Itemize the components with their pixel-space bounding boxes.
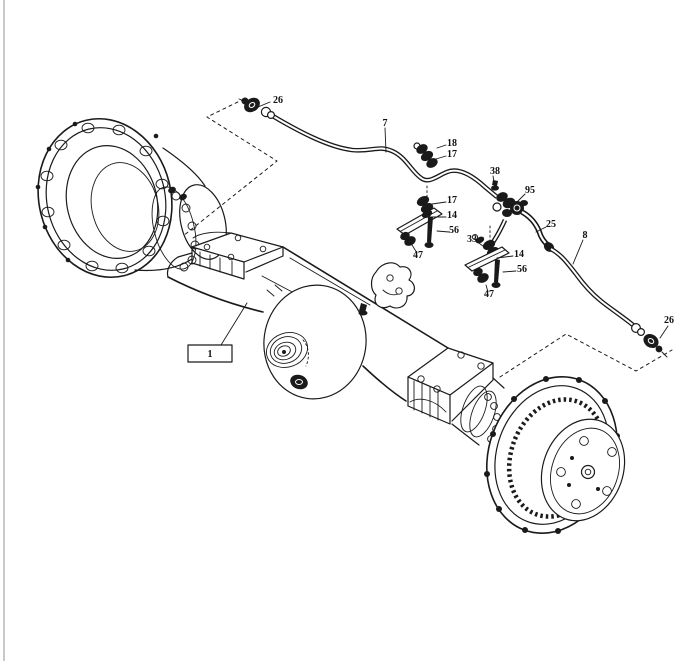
- fitting-26-top: [238, 97, 276, 119]
- callout-47-low: 47: [484, 289, 494, 300]
- callout-17-mid: 17: [447, 195, 457, 206]
- brake-line-7: [238, 97, 499, 199]
- callout-95: 95: [525, 185, 535, 196]
- bolt-38: [492, 180, 498, 186]
- callout-labels: 26 7 18 17 38 95 17 14 25 56 8 33 14 47 …: [273, 95, 674, 326]
- clamp-top: [413, 142, 438, 213]
- callout-1-box: 1: [187, 302, 248, 363]
- callout-26-bottom: 26: [664, 315, 674, 326]
- nut-47-low: [477, 273, 489, 283]
- clamp-lower: [464, 233, 510, 288]
- callout-33: 33: [467, 234, 477, 245]
- callout-14-mid: 14: [447, 210, 457, 221]
- dashed-locator-lines: [182, 98, 673, 378]
- callout-47-mid: 47: [413, 250, 423, 261]
- left-hub: [35, 117, 227, 279]
- callout-14-low: 14: [514, 249, 524, 260]
- beam-bottom-edge: [167, 276, 264, 313]
- right-hub-cover: [540, 418, 626, 522]
- left-mounting-pad: [191, 231, 284, 280]
- callout-8: 8: [583, 230, 588, 241]
- callout-18: 18: [447, 138, 457, 149]
- vent-bolt: [359, 303, 367, 313]
- yoke-casting: [370, 262, 415, 309]
- callout-leaders: [257, 101, 669, 339]
- callout-56-mid: 56: [449, 225, 459, 236]
- callout-17-top: 17: [447, 149, 457, 160]
- right-hub: [484, 375, 626, 535]
- callout-56-low: 56: [517, 264, 527, 275]
- right-mounting-pad: [407, 347, 494, 425]
- axle-housing: 1: [166, 231, 505, 446]
- input-shaft-center: [282, 350, 286, 354]
- callout-26-top: 26: [273, 95, 283, 106]
- differential-housing: [263, 284, 368, 400]
- callout-1: 1: [208, 349, 213, 360]
- callout-38: 38: [490, 166, 500, 177]
- clamp-middle: [396, 195, 443, 248]
- left-hub-bolt-holes: [40, 122, 170, 274]
- callout-7: 7: [383, 118, 388, 129]
- callout-25: 25: [546, 219, 556, 230]
- drain-plug: [290, 374, 308, 390]
- beam-top-edge: [282, 246, 449, 349]
- bolt-56-low: [494, 259, 500, 283]
- fitting-26-bottom: [630, 323, 668, 358]
- left-hub-rim-studs: [35, 121, 159, 263]
- fitting-95: [510, 201, 524, 215]
- bolt-56-mid: [427, 216, 433, 243]
- brake-line-8: [549, 246, 668, 358]
- brake-valve-cluster: [485, 180, 555, 252]
